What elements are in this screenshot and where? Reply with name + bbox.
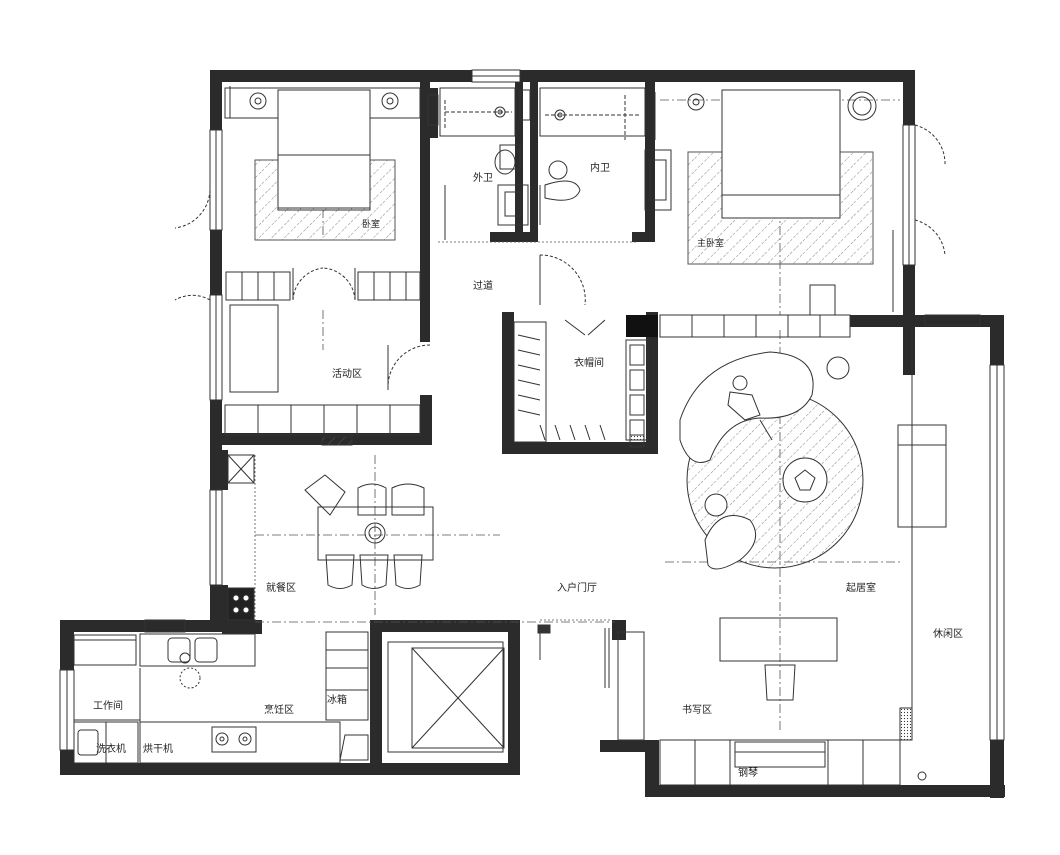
label-bedroom: 卧室: [362, 220, 381, 230]
label-dryer: 烘干机: [143, 744, 173, 755]
elevator: [387, 624, 551, 753]
walls: [60, 70, 1005, 798]
writing-furniture: [604, 628, 901, 786]
living-furniture: [679, 327, 947, 781]
windows: [59, 69, 1005, 751]
dining-furniture: [227, 454, 434, 621]
label-living-room: 起居室: [846, 583, 876, 594]
kitchen-furniture: [73, 631, 369, 764]
bedroom-furniture: [224, 86, 421, 301]
label-piano: 钢琴: [738, 768, 758, 779]
label-dining-area: 就餐区: [266, 583, 296, 594]
label-work-room: 工作间: [93, 701, 123, 712]
duct-block: [626, 315, 658, 337]
bath-fixtures: [427, 87, 672, 226]
label-kitchen: 烹饪区: [264, 705, 294, 716]
label-master-bedroom: 主卧室: [697, 239, 725, 249]
label-inner-bath: 内卫: [590, 163, 610, 174]
activity-furniture: [224, 304, 421, 446]
label-activity-area: 活动区: [332, 369, 362, 380]
label-writing-area: 书写区: [682, 705, 712, 716]
label-outer-bath: 外卫: [473, 173, 493, 184]
doors: [174, 124, 946, 389]
cloakroom-furniture: [513, 321, 649, 448]
label-leisure-area: 休闲区: [933, 629, 963, 640]
label-cloakroom: 衣帽间: [574, 358, 604, 369]
label-washer: 洗衣机: [96, 744, 126, 755]
label-entrance-hall: 入户门厅: [557, 583, 597, 594]
label-corridor: 过道: [473, 281, 493, 292]
label-fridge: 冰箱: [327, 695, 347, 706]
master-furniture: [659, 89, 894, 338]
